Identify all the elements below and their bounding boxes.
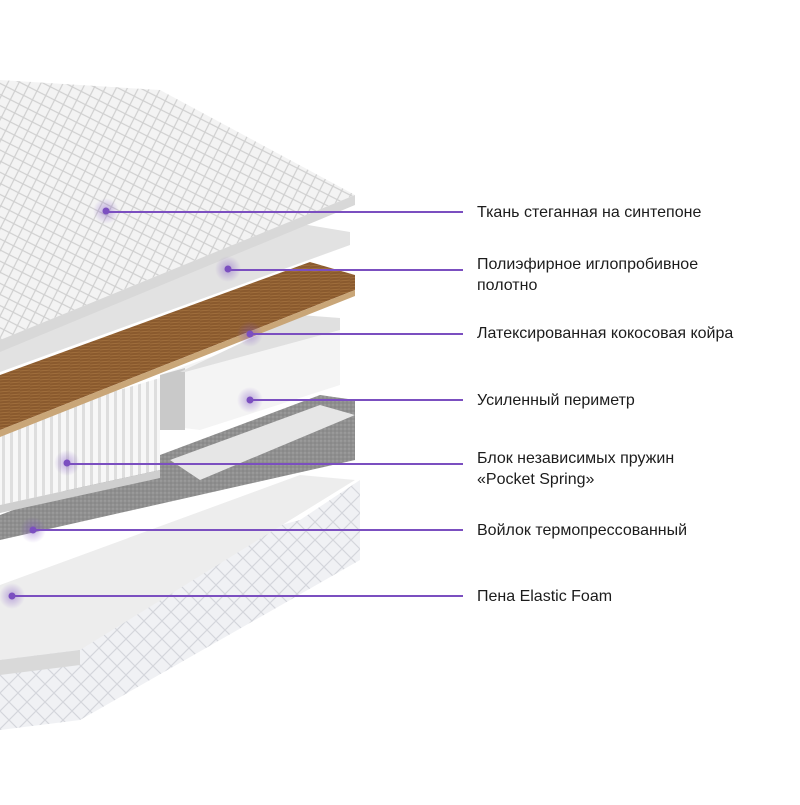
polyester-sheet-art: [0, 222, 350, 372]
bottom-quilted-side: [0, 480, 360, 730]
layer-label-line: «Pocket Spring»: [477, 471, 595, 488]
quilted-top-edge: [0, 195, 355, 352]
coir-layer-art: [0, 262, 355, 430]
elastic-foam-edge: [0, 650, 80, 675]
mattress-layers-artwork: [0, 80, 360, 730]
felt-cover-sheet: [170, 405, 355, 480]
layer-label-latex-coconut-coir: Латексированная кокосовая койра: [477, 323, 787, 344]
layer-label-line: Блок независимых пружин: [477, 450, 675, 467]
quilted-top-art: [0, 80, 355, 340]
callout-lines: [0, 198, 463, 609]
pocket-spring-block-art: [0, 378, 160, 505]
pocket-spring-base: [0, 470, 160, 513]
layer-label-line: полотно: [477, 277, 538, 294]
coir-layer-edge: [0, 290, 355, 437]
layer-label-thermo-pressed-felt: Войлок термопрессованный: [477, 520, 787, 541]
perimeter-block-art: [160, 325, 340, 430]
layer-label-line: Полиэфирное иглопробивное: [477, 256, 699, 273]
layer-label-quilted-fabric: Ткань стеганная на синтепоне: [477, 202, 787, 223]
perimeter-inner-face: [160, 368, 185, 430]
layer-label-pocket-spring-block: Блок независимых пружин «Pocket Spring»: [477, 448, 787, 490]
layer-label-elastic-foam: Пена Elastic Foam: [477, 586, 787, 607]
layer-label-needle-punched-polyester: Полиэфирное иглопробивное полотно: [477, 254, 787, 296]
perimeter-top-face: [180, 315, 340, 372]
layer-label-reinforced-perimeter: Усиленный периметр: [477, 390, 787, 411]
elastic-foam-slab: [0, 475, 355, 660]
layer-label-line: Ткань стеганная на синтепоне: [477, 204, 702, 221]
layer-label-line: Пена Elastic Foam: [477, 588, 613, 605]
layer-label-line: Латексированная кокосовая койра: [477, 325, 734, 342]
layer-label-line: Войлок термопрессованный: [477, 522, 688, 539]
layer-label-line: Усиленный периметр: [477, 392, 635, 409]
